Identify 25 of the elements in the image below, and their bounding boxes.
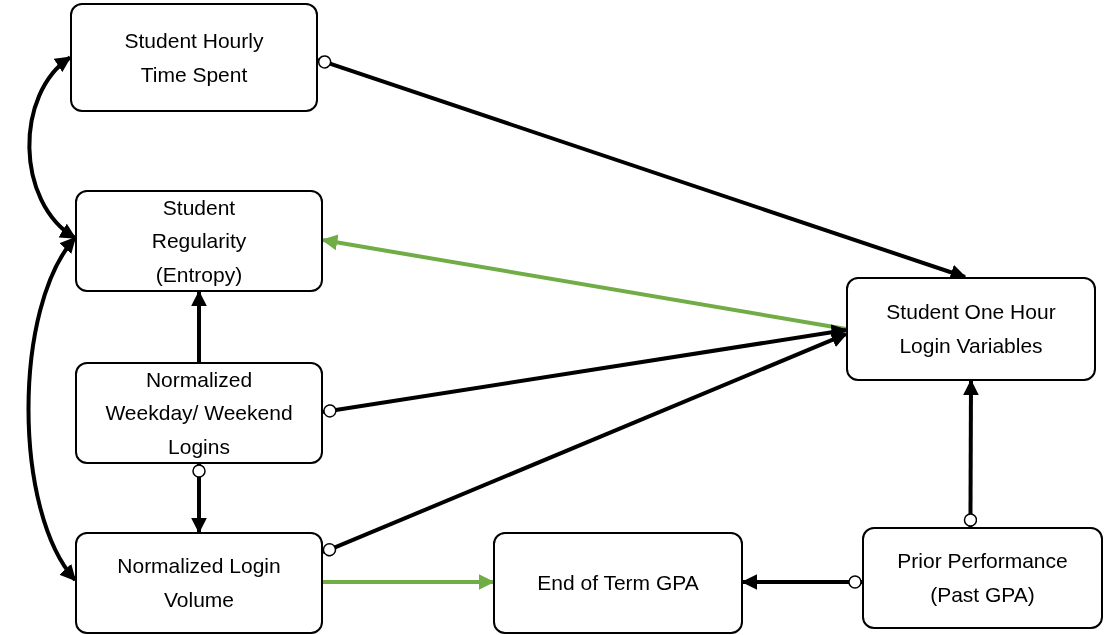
arrow [317,55,967,280]
node-label: Normalized Weekday/ Weekend Logins [104,366,294,460]
process-box [75,362,323,464]
arrow [323,574,495,590]
arrow [322,324,848,418]
node-label: Student Regularity (Entropy) [150,194,248,288]
arrow [962,379,979,527]
process-box [70,3,318,112]
process-box [493,532,743,634]
arrow [741,574,862,590]
node-label: Student One Hour Login Variables [885,299,1057,359]
node-label: Normalized Login Volume [116,553,282,613]
process-box [846,277,1096,381]
node-label: Student Hourly Time Spent [123,27,265,88]
process-box [862,527,1103,629]
node-label: Prior Performance (Past GPA) [896,548,1069,608]
arrow [26,236,77,582]
arrow [322,332,848,557]
arrow [27,55,77,240]
arrow [191,464,207,534]
process-box [75,532,323,634]
node-label: End of Term GPA [537,570,699,597]
arrow [321,234,847,331]
process-box [75,190,323,292]
arrow [191,290,207,362]
